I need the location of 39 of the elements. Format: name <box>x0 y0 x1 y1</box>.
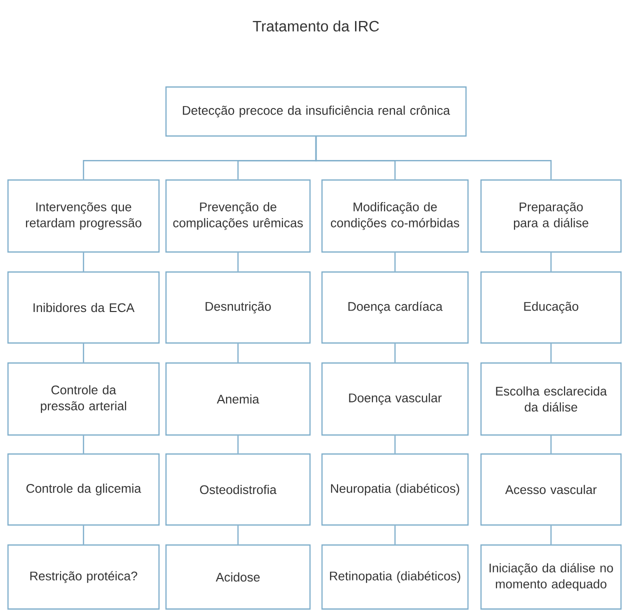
connector-line <box>550 526 552 544</box>
process-box: Neuropatia (diabéticos) <box>321 453 469 526</box>
connector-line <box>394 436 396 454</box>
process-box: Doença cardíaca <box>321 271 469 344</box>
process-box: Prevenção de complicações urêmicas <box>165 179 311 253</box>
process-box: Preparação para a diálise <box>480 179 622 253</box>
connector-line <box>237 252 239 272</box>
connector-line <box>237 526 239 544</box>
process-box: Controle da pressão arterial <box>7 362 160 436</box>
connector-line <box>82 252 84 272</box>
connector-line <box>394 344 396 362</box>
process-box: Escolha esclarecida da diálise <box>480 362 622 436</box>
connector-line <box>82 526 84 544</box>
process-box: Modificação de condições co-mórbidas <box>321 179 469 253</box>
process-box: Inibidores da ECA <box>7 271 160 344</box>
connector-line <box>82 436 84 454</box>
process-box: Controle da glicemia <box>7 453 160 526</box>
process-box: Osteodistrofia <box>165 453 311 526</box>
process-box: Acesso vascular <box>480 453 622 526</box>
connector-line <box>82 344 84 362</box>
connector-line <box>550 436 552 454</box>
process-box: Educação <box>480 271 622 344</box>
process-box: Detecção precoce da insuficiência renal crônica <box>165 86 467 137</box>
process-box: Acidose <box>165 544 311 610</box>
connector-line <box>237 436 239 454</box>
connector-line <box>315 136 552 180</box>
connector-line <box>237 344 239 362</box>
process-box: Desnutrição <box>165 271 311 344</box>
process-box: Restrição protéica? <box>7 544 160 610</box>
connector-line <box>550 344 552 362</box>
process-box: Iniciação da diálise no momento adequado <box>480 544 622 610</box>
connector-line <box>394 252 396 272</box>
process-box: Intervenções que retardam progressão <box>7 179 160 253</box>
connector-line <box>394 526 396 544</box>
process-box: Anemia <box>165 362 311 436</box>
process-box: Retinopatia (diabéticos) <box>321 544 469 610</box>
process-box: Doença vascular <box>321 362 469 436</box>
title: Tratamento da IRC <box>252 20 379 32</box>
connector-line <box>550 252 552 272</box>
